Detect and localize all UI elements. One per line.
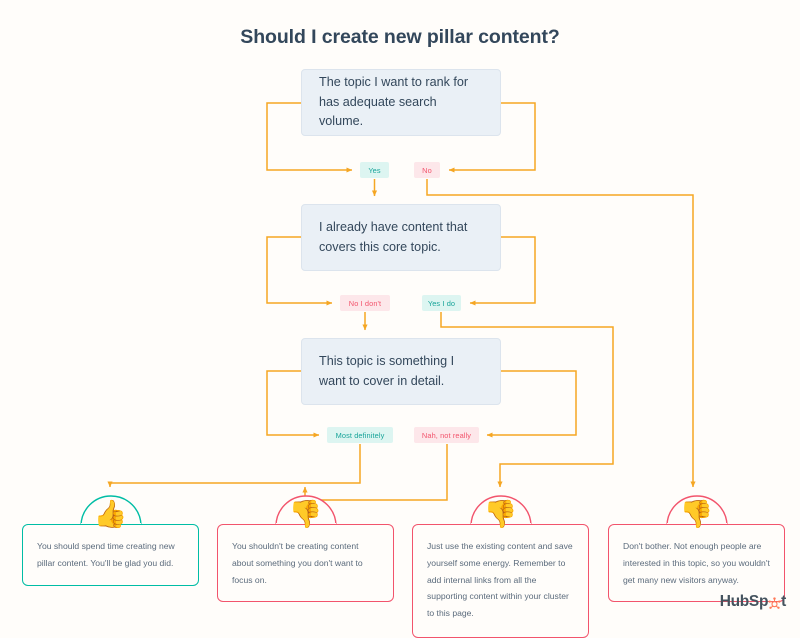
outcome-text: Just use the existing content and save y… [412,524,589,638]
page-title: Should I create new pillar content? [240,26,560,48]
branch-label-nah-not-really: Nah, not really [414,427,479,443]
branch-label-most-definitely: Most definitely [327,427,393,443]
decision-box-cover-in-detail: This topic is something I want to cover … [301,338,501,405]
thumbs-down-icon: 👎 [288,499,323,530]
thumbs-up-icon: 👍 [93,499,128,530]
branch-label-no-i-dont: No I don't [340,295,390,311]
logo-text-after: t [781,593,786,610]
thumbs-down-icon: 👎 [679,499,714,530]
thumbs-down-icon: 👎 [483,499,518,530]
hubspot-sprocket-icon [768,596,781,609]
branch-label-no: No [414,162,440,178]
decision-box-search-volume: The topic I want to rank for has adequat… [301,69,501,136]
decision-box-existing-content: I already have content that covers this … [301,204,501,271]
branch-label-yes: Yes [360,162,389,178]
hubspot-logo: HubSp t [719,593,787,611]
outcome-text: You should spend time creating new pilla… [22,524,199,586]
outcome-text: Don't bother. Not enough people are inte… [608,524,785,603]
branch-label-yes-i-do: Yes I do [422,295,461,311]
outcome-text: You shouldn't be creating content about … [217,524,394,603]
logo-text-before: HubSp [719,593,769,610]
